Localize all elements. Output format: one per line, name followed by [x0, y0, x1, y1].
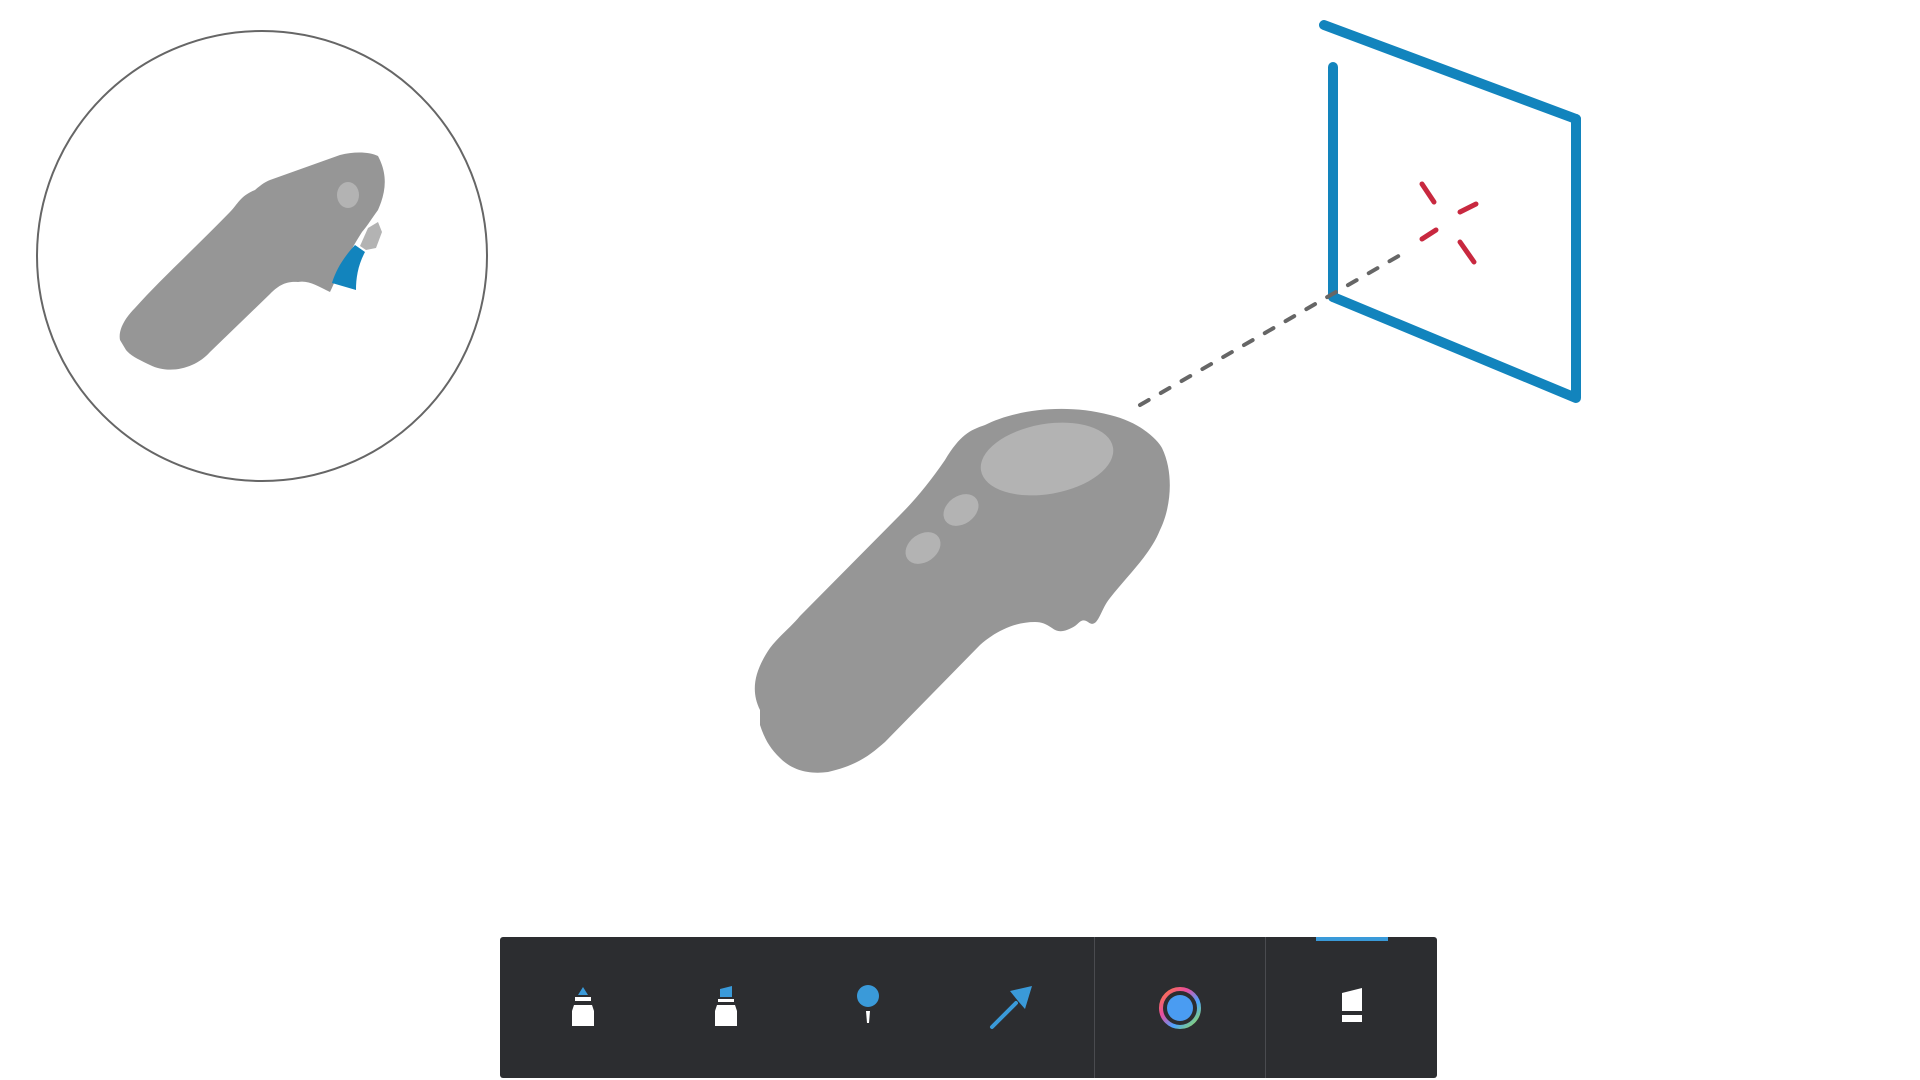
pin-icon	[857, 984, 880, 1023]
tool-panel-button[interactable]	[1307, 963, 1397, 1053]
active-tool-indicator	[1315, 937, 1388, 941]
tool-brush-button[interactable]	[538, 963, 628, 1053]
tool-arrow-button[interactable]	[966, 963, 1056, 1053]
tool-color-button[interactable]	[1135, 963, 1225, 1053]
tool-marker-button[interactable]	[681, 963, 771, 1053]
pointer-ray	[1138, 252, 1404, 407]
vr-controller-trigger-icon	[119, 152, 385, 370]
pen-tip-icon	[572, 986, 595, 1026]
inset-illustration	[36, 30, 488, 482]
frame-icon	[1319, 20, 1581, 403]
crosshair-icon	[1419, 181, 1479, 265]
tool-bar	[500, 937, 1437, 1078]
panel-tools-group	[1265, 937, 1437, 1078]
arrow-icon	[989, 985, 1032, 1029]
color-ring-icon	[1159, 986, 1202, 1029]
tool-pin-button[interactable]	[823, 963, 913, 1053]
vr-controller-icon	[754, 408, 1170, 773]
panel-icon	[1341, 987, 1362, 1022]
drawing-tools-group	[500, 937, 1094, 1078]
color-tools-group	[1093, 937, 1266, 1078]
marker-icon	[714, 985, 737, 1026]
